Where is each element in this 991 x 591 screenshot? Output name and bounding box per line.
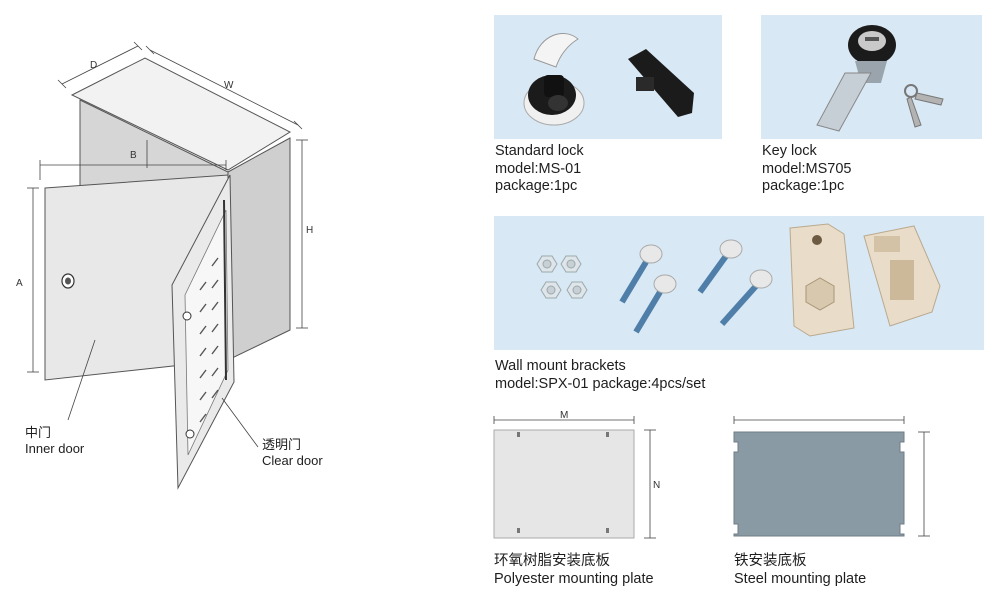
key-lock-name: Key lock bbox=[762, 143, 817, 159]
key-lock-model: model:MS705 bbox=[762, 160, 852, 177]
polyester-plate-en: Polyester mounting plate bbox=[494, 570, 654, 587]
key-lock-photo bbox=[761, 15, 982, 139]
clear-door-en: Clear door bbox=[262, 453, 323, 468]
key-lock-package: package:1pc bbox=[762, 178, 845, 194]
standard-lock-name: Standard lock bbox=[495, 143, 584, 159]
dim-label-w: W bbox=[224, 80, 234, 91]
key-lock-image bbox=[816, 25, 944, 132]
brackets-info: model:SPX-01 package:4pcs/set bbox=[495, 375, 706, 392]
standard-lock-image bbox=[523, 33, 694, 126]
bracket-group bbox=[789, 223, 941, 337]
polyester-plate bbox=[493, 429, 635, 539]
standard-lock-caption: Standard lock model:MS-01 package:1pc bbox=[495, 143, 584, 196]
cabinet-top bbox=[70, 57, 292, 171]
steel-plate-en: Steel mounting plate bbox=[734, 570, 867, 587]
inner-door-cn: 中门 bbox=[25, 425, 52, 440]
dim-label-d: D bbox=[90, 60, 98, 71]
dim-label-h: H bbox=[306, 225, 314, 236]
bolt-group bbox=[619, 239, 773, 334]
dimension-lines bbox=[27, 41, 308, 448]
inner-door-caption: 中门 Inner door bbox=[25, 425, 84, 457]
enclosure-drawing bbox=[27, 41, 308, 490]
inner-door-en: Inner door bbox=[25, 441, 85, 456]
poly-dim-label-n: N bbox=[653, 480, 661, 491]
dim-label-b: B bbox=[130, 150, 137, 161]
cabinet-right-side bbox=[227, 137, 291, 361]
key-lock-caption: Key lock model:MS705 package:1pc bbox=[762, 143, 851, 196]
brackets-image bbox=[536, 223, 941, 337]
nut-group bbox=[536, 255, 588, 299]
clear-door-screw-bottom bbox=[185, 429, 195, 439]
standard-lock-model: model:MS-01 bbox=[495, 160, 582, 177]
brackets-name: Wall mount brackets bbox=[495, 358, 626, 374]
steel-plate-caption: 铁安装底板 Steel mounting plate bbox=[734, 553, 866, 588]
steel-plate-drawing bbox=[733, 416, 930, 537]
steel-plate-cn: 铁安装底板 bbox=[734, 553, 807, 569]
brackets-caption: Wall mount brackets model:SPX-01 package… bbox=[495, 358, 705, 393]
polyester-plate-caption: 环氧树脂安装底板 Polyester mounting plate bbox=[494, 553, 654, 588]
standard-lock-package: package:1pc bbox=[495, 178, 578, 194]
clear-door-screw-top bbox=[182, 311, 192, 321]
poly-dim-label-m: M bbox=[560, 410, 569, 421]
standard-lock-photo bbox=[494, 15, 722, 139]
polyester-plate-drawing bbox=[493, 416, 656, 539]
dim-label-a: A bbox=[16, 278, 23, 289]
brackets-photo bbox=[494, 216, 984, 350]
polyester-plate-cn: 环氧树脂安装底板 bbox=[494, 553, 610, 569]
clear-door-vents bbox=[199, 257, 219, 423]
clear-door-cn: 透明门 bbox=[262, 437, 302, 452]
clear-door-caption: 透明门 Clear door bbox=[262, 437, 323, 469]
steel-plate bbox=[733, 431, 905, 537]
